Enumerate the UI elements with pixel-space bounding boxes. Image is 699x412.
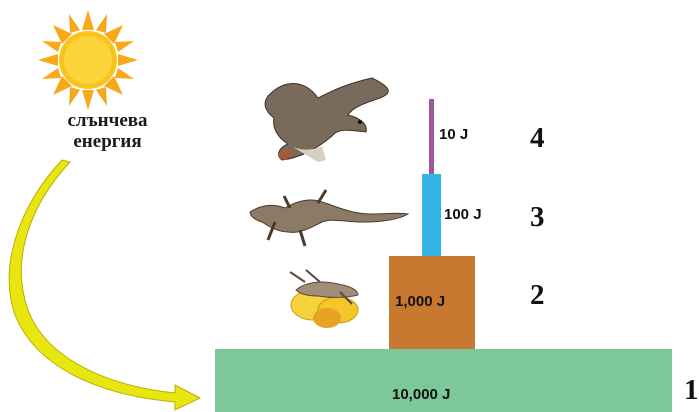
hawk-icon [265, 78, 388, 162]
solar-energy-label-line2: енергия [50, 131, 165, 152]
trophic-level-3-bar [422, 174, 441, 256]
level-number-2: 2 [530, 279, 545, 312]
lizard-icon [250, 190, 408, 246]
sun-icon [38, 10, 138, 110]
curved-arrow-icon [9, 160, 200, 410]
trophic-level-4-bar [429, 99, 434, 174]
solar-energy-label: слънчева енергия [50, 110, 165, 152]
solar-energy-label-line1: слънчева [50, 110, 165, 131]
level-number-4: 4 [530, 122, 545, 155]
energy-label-level-3: 100 J [444, 206, 482, 223]
grasshopper-icon [290, 270, 358, 328]
level-number-1: 1 [684, 374, 699, 407]
energy-label-level-4: 10 J [439, 126, 468, 143]
level-number-3: 3 [530, 201, 545, 234]
energy-label-level-1: 10,000 J [392, 386, 450, 403]
energy-label-level-2: 1,000 J [395, 293, 445, 310]
